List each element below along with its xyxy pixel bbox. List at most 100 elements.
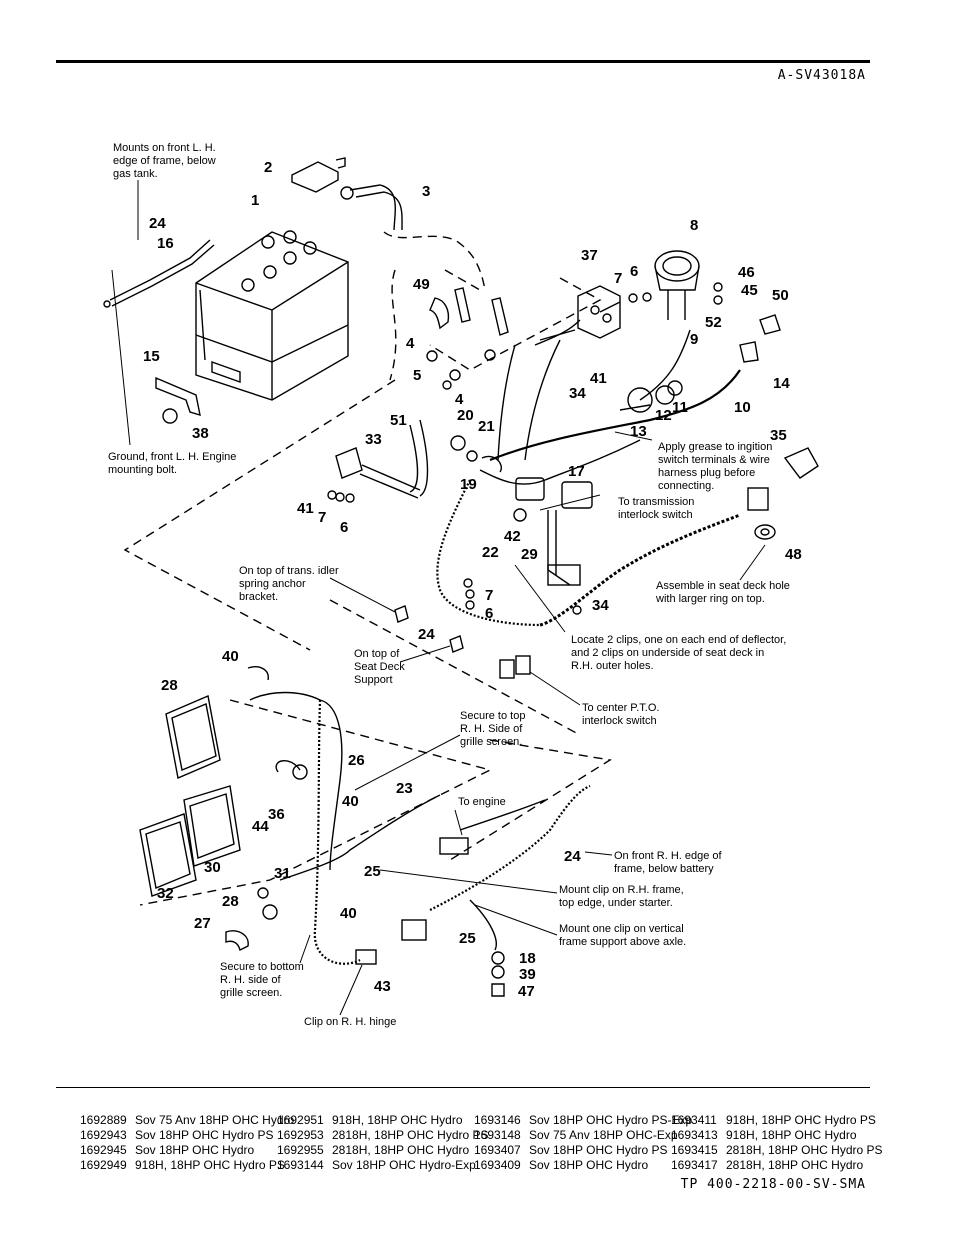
note-front-rh: On front R. H. edge of frame, below batt… xyxy=(614,850,725,875)
model-description: Sov 18HP OHC Hydro PS xyxy=(529,1143,668,1157)
callout-23: 23 xyxy=(396,780,413,797)
battery xyxy=(195,230,349,401)
callout-40: 40 xyxy=(342,793,359,810)
callout-37: 37 xyxy=(581,247,598,264)
callout-2: 2 xyxy=(264,159,272,176)
callout-44: 44 xyxy=(252,818,269,835)
callout-42: 42 xyxy=(504,528,521,545)
model-number: 1693411 xyxy=(671,1113,717,1127)
callout-6: 6 xyxy=(485,605,493,622)
drawing-code: A-SV43018A xyxy=(777,68,866,83)
model-description: 2818H, 18HP OHC Hydro xyxy=(726,1158,864,1172)
model-description: 2818H, 18HP OHC Hydro PS xyxy=(726,1143,883,1157)
model-description: 918H, 18HP OHC Hydro PS xyxy=(726,1113,876,1127)
callout-40: 40 xyxy=(340,905,357,922)
model-number: 1693417 xyxy=(671,1158,718,1172)
callout-numbers: 1 2 3 4 4 5 6 6 6 7 7 7 8 9 10 11 12 13 … xyxy=(143,159,802,1000)
headlight-lens xyxy=(139,813,197,897)
note-mounts-front: Mounts on front L. H. edge of frame, bel… xyxy=(113,142,219,180)
model-number: 1692953 xyxy=(277,1128,324,1142)
callout-41: 41 xyxy=(297,500,314,517)
model-description: 918H, 18HP OHC Hydro PS xyxy=(135,1158,285,1172)
note-secure-bottom: Secure to bottom R. H. side of grille sc… xyxy=(220,961,307,999)
callout-52: 52 xyxy=(705,314,722,331)
harness-connectors xyxy=(515,314,819,586)
callout-35: 35 xyxy=(770,427,787,444)
callout-38: 38 xyxy=(192,425,209,442)
model-description: Sov 18HP OHC Hydro PS-Exp xyxy=(529,1113,693,1127)
callout-49: 49 xyxy=(413,276,430,293)
callout-9: 9 xyxy=(690,331,698,348)
model-number: 1693413 xyxy=(671,1128,718,1142)
model-description: Sov 75 Anv 18HP OHC Hydro xyxy=(135,1113,295,1127)
callout-21: 21 xyxy=(478,418,495,435)
model-number: 1692943 xyxy=(80,1128,127,1142)
model-number: 1693144 xyxy=(277,1158,324,1172)
model-description: 2818H, 18HP OHC Hydro PS xyxy=(332,1128,489,1142)
callout-17: 17 xyxy=(568,463,585,480)
callout-19: 19 xyxy=(460,476,477,493)
battery-cover xyxy=(291,157,346,193)
callout-4: 4 xyxy=(455,391,464,408)
headlight-right xyxy=(183,785,241,867)
note-secure-top: Secure to top R. H. Side of grille scree… xyxy=(460,710,529,748)
annotation-notes: Mounts on front L. H. edge of frame, bel… xyxy=(108,142,793,1028)
note-assemble: Assemble in seat deck hole with larger r… xyxy=(655,580,793,605)
model-number: 1692951 xyxy=(277,1113,324,1127)
model-number: 1692949 xyxy=(80,1158,127,1172)
nut xyxy=(162,408,178,424)
callout-7: 7 xyxy=(485,587,493,604)
callout-34: 34 xyxy=(592,597,609,614)
note-grease: Apply grease to ingition switch terminal… xyxy=(658,441,775,492)
model-number: 1693148 xyxy=(474,1128,521,1142)
headlight-left xyxy=(165,695,221,779)
callout-25: 25 xyxy=(459,930,476,947)
model-description: 918H, 18HP OHC Hydro xyxy=(726,1128,857,1142)
model-number: 1692889 xyxy=(80,1113,127,1127)
model-description: 918H, 18HP OHC Hydro xyxy=(332,1113,463,1127)
note-seat-deck: On top of Seat Deck Support xyxy=(354,648,408,686)
callout-10: 10 xyxy=(734,399,751,416)
note-mount-vertical: Mount one clip on vertical frame support… xyxy=(559,923,687,948)
model-description: Sov 18HP OHC Hydro xyxy=(135,1143,255,1157)
note-to-engine: To engine xyxy=(458,796,506,808)
callout-15: 15 xyxy=(143,348,160,365)
hour-meter xyxy=(654,250,700,320)
callout-28: 28 xyxy=(222,893,239,910)
document-code: TP 400-2218-00-SV-SMA xyxy=(680,1177,866,1192)
positive-cable xyxy=(340,184,403,231)
callout-24: 24 xyxy=(564,848,581,865)
callout-31: 31 xyxy=(274,865,291,882)
callout-47: 47 xyxy=(518,983,535,1000)
model-number: 1693407 xyxy=(474,1143,521,1157)
callout-24: 24 xyxy=(149,215,166,232)
callout-28: 28 xyxy=(161,677,178,694)
model-number: 1692945 xyxy=(80,1143,127,1157)
model-number: 1693146 xyxy=(474,1113,521,1127)
model-description: Sov 18HP OHC Hydro-Exp xyxy=(332,1158,476,1172)
callout-8: 8 xyxy=(690,217,698,234)
top-rule xyxy=(56,60,870,63)
callout-12: 12 xyxy=(655,407,672,424)
callout-41: 41 xyxy=(590,370,607,387)
callout-34: 34 xyxy=(569,385,586,402)
callout-51: 51 xyxy=(390,412,407,429)
leader-lines xyxy=(111,180,766,1016)
note-ground: Ground, front L. H. Engine mounting bolt… xyxy=(108,451,239,476)
ignition-switch xyxy=(619,380,683,413)
callout-46: 46 xyxy=(738,264,755,281)
callout-29: 29 xyxy=(521,546,538,563)
note-pto: To center P.T.O. interlock switch xyxy=(582,702,663,727)
callout-32: 32 xyxy=(157,885,174,902)
callout-13: 13 xyxy=(630,423,647,440)
dashed-guides xyxy=(123,231,612,906)
note-trans-interlock: To transmission interlock switch xyxy=(618,496,697,521)
main-harness xyxy=(436,329,741,627)
grommet xyxy=(754,524,776,540)
callout-48: 48 xyxy=(785,546,802,563)
model-description: 2818H, 18HP OHC Hydro xyxy=(332,1143,470,1157)
wiring-diagram: 1 2 3 4 4 5 6 6 6 7 7 7 8 9 10 11 12 13 … xyxy=(103,142,819,1028)
callout-7: 7 xyxy=(614,270,622,287)
callout-39: 39 xyxy=(519,966,536,983)
callout-20: 20 xyxy=(457,407,474,424)
